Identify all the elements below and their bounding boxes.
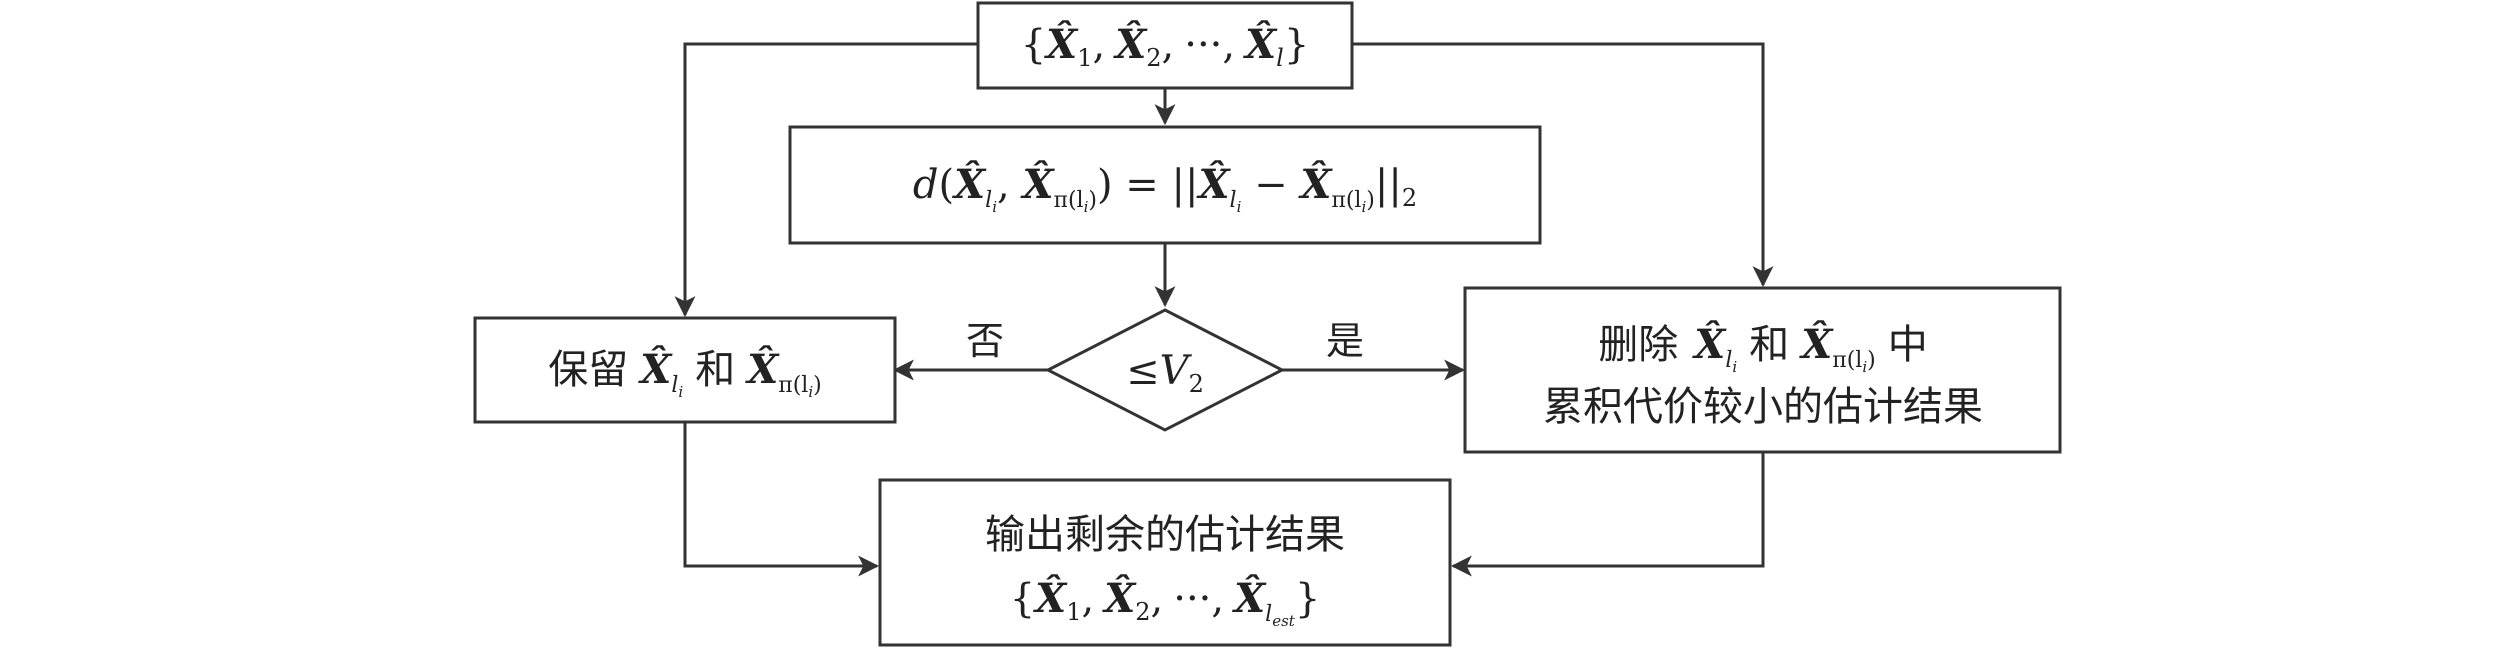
- output-label-line1: 输出剩余的估计结果: [985, 512, 1345, 558]
- edge-input-to-delete: [1352, 42, 1774, 288]
- output-set-formula: {X̂1,X̂2,···,X̂lest}: [1010, 575, 1321, 630]
- delete-label-line2: 累积代价较小的估计结果: [1543, 384, 1983, 430]
- decision-node: ≤V2: [1044, 308, 1286, 432]
- input-set-node: {X̂1,X̂2,···,X̂l}: [976, 1, 1354, 90]
- decision-condition: ≤V2: [1126, 348, 1204, 398]
- connectors: [674, 42, 1774, 577]
- edge-delete-to-output: [1450, 452, 1765, 577]
- edge-label-yes: 是: [1326, 319, 1364, 363]
- distance-node: d(X̂li, X̂π(li)) = ||X̂li − X̂π(li)||2: [788, 125, 1542, 245]
- output-node: 输出剩余的估计结果 {X̂1,X̂2,···,X̂lest}: [878, 478, 1452, 647]
- input-set-formula: {X̂1,X̂2,···,X̂l}: [1021, 21, 1310, 72]
- edge-keep-to-output: [683, 422, 880, 577]
- distance-formula: d(X̂li, X̂π(li)) = ||X̂li − X̂π(li)||2: [913, 161, 1417, 216]
- edge-label-no: 否: [966, 319, 1004, 363]
- edge-input-to-keep: [674, 42, 978, 318]
